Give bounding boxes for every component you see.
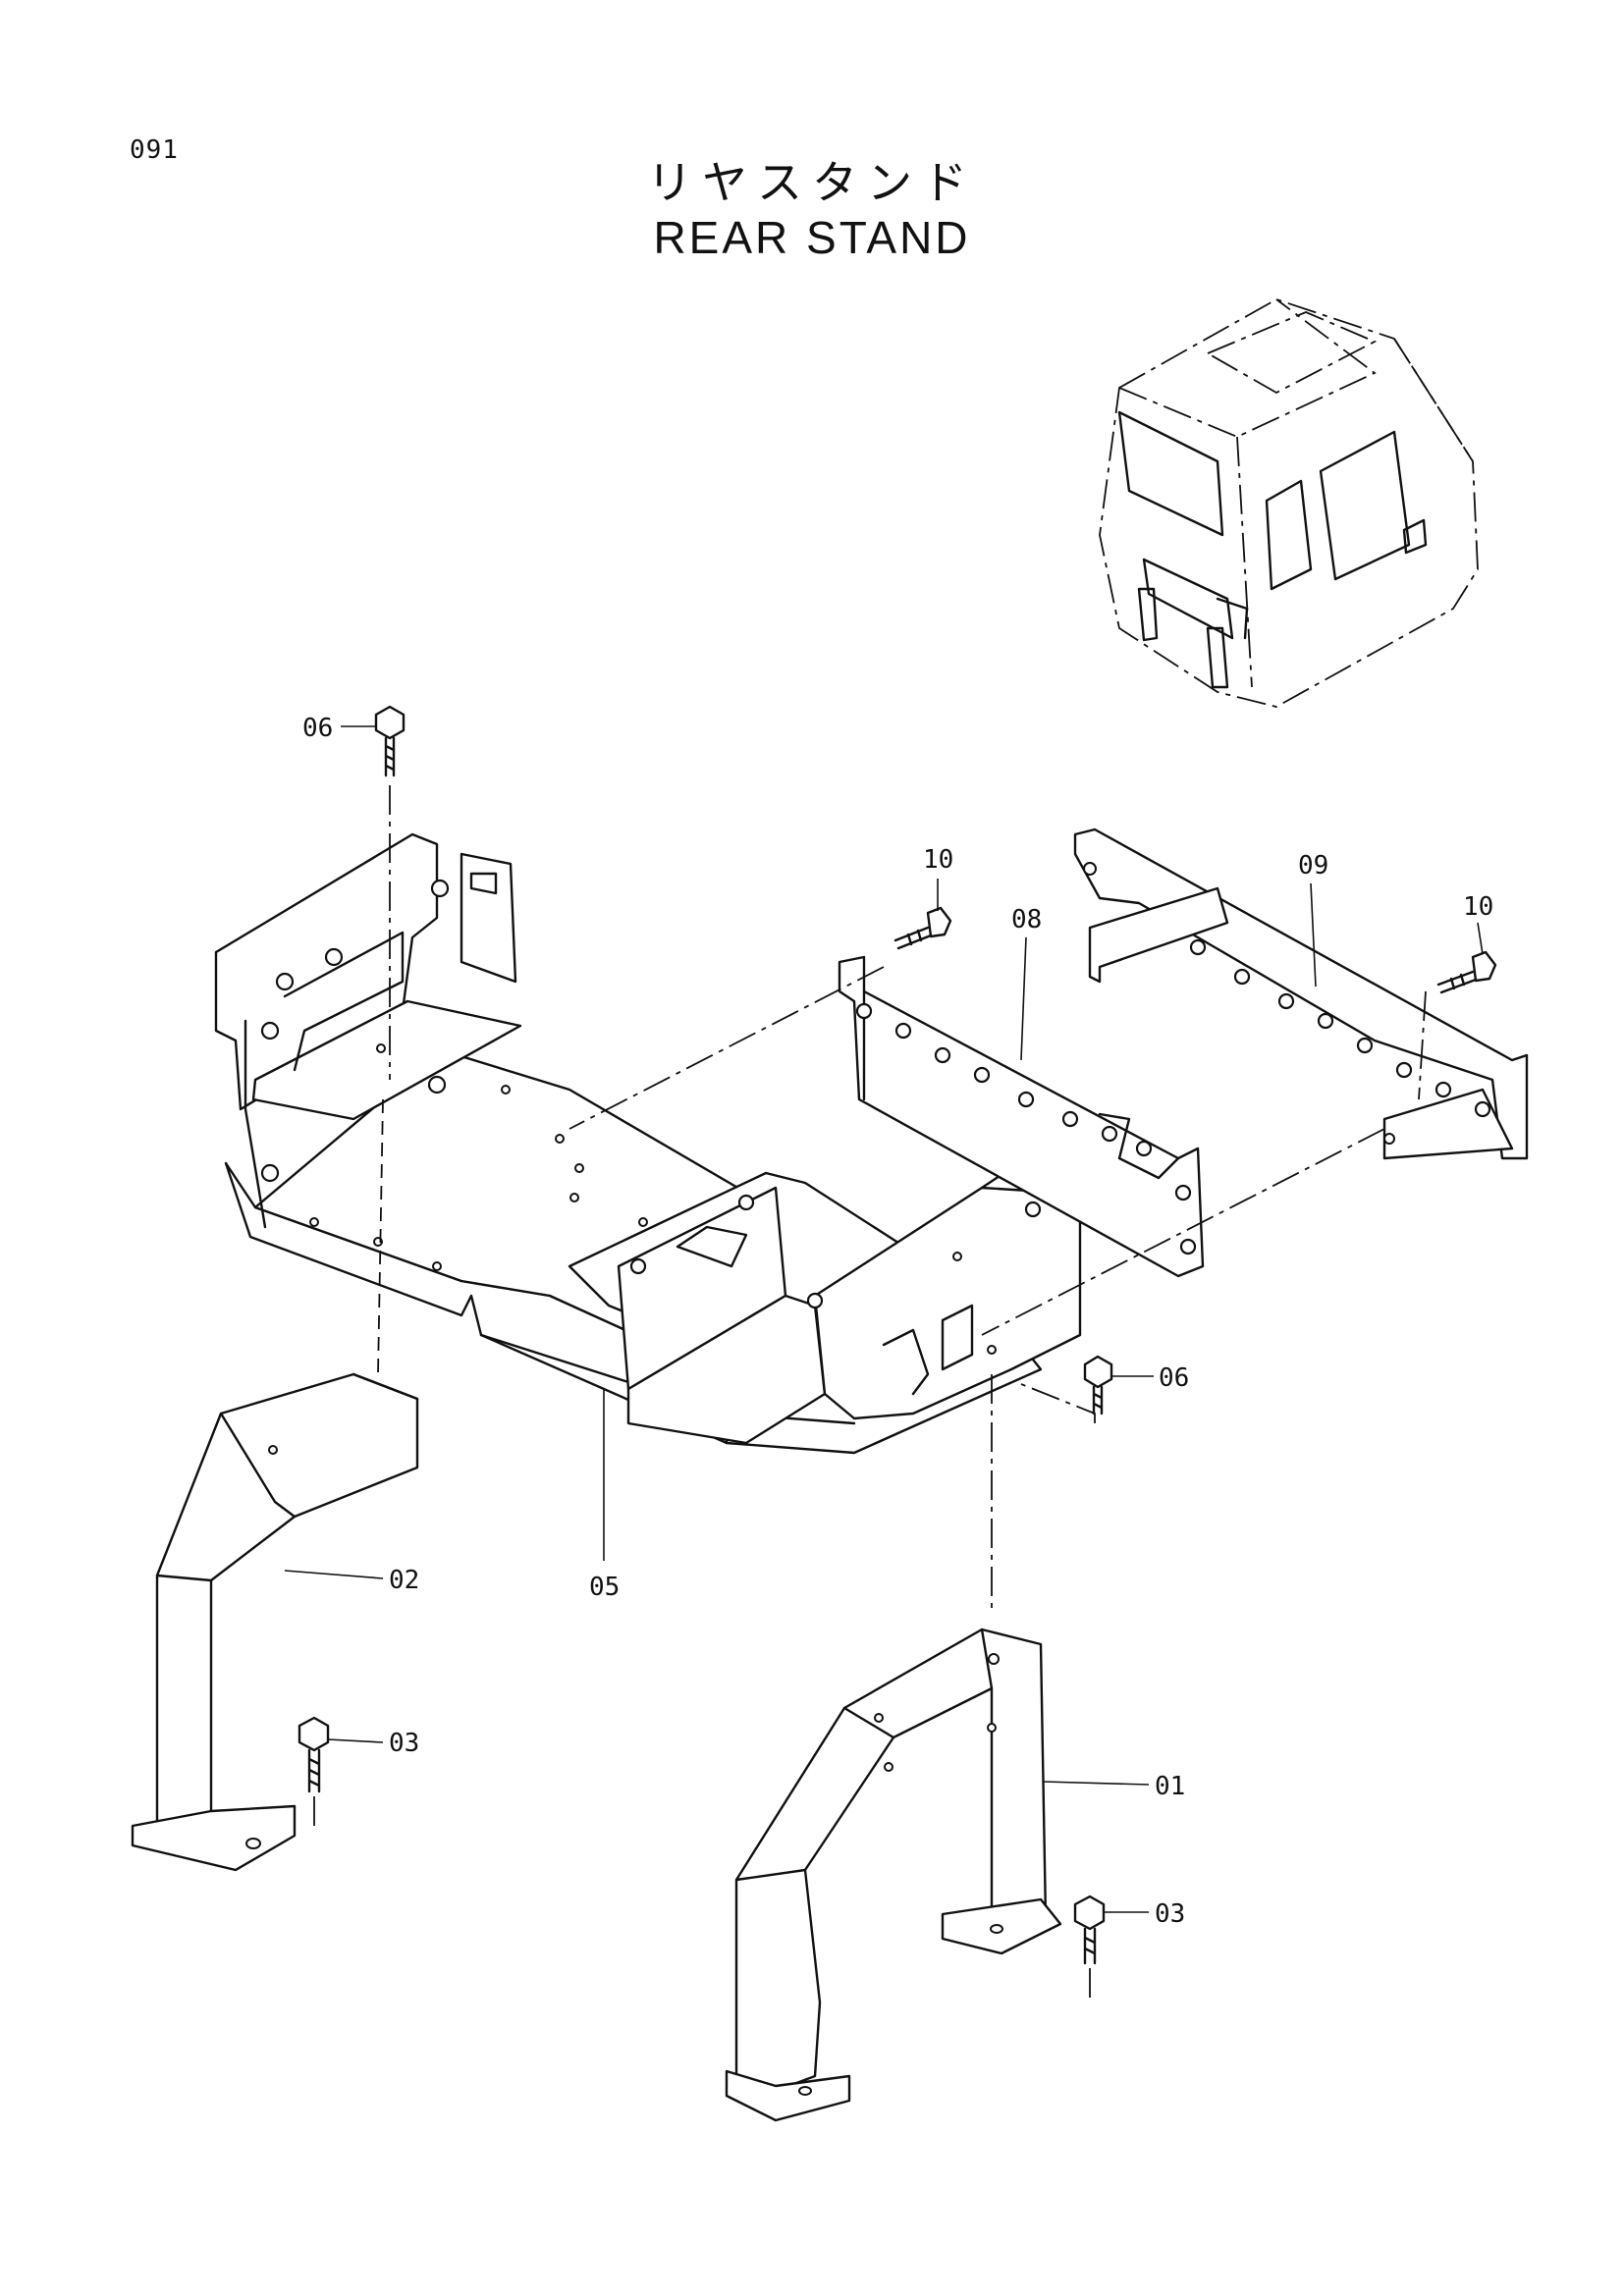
callout-10-left: 10	[923, 845, 953, 875]
left-bracket	[214, 832, 522, 1229]
callout-09: 09	[1298, 851, 1328, 881]
title-japanese: リヤスタンド	[647, 156, 977, 209]
callout-08: 08	[1011, 905, 1042, 934]
page-number: 091	[130, 135, 179, 165]
callout-02: 02	[389, 1566, 419, 1595]
title-english: REAR STAND	[653, 212, 971, 263]
callout-01: 01	[1155, 1772, 1185, 1801]
callout-10-right: 10	[1463, 892, 1493, 922]
callout-labels: 06 10 08 09 10 06 02 03 05 01 03	[302, 714, 1493, 1929]
callout-03-right: 03	[1155, 1899, 1185, 1929]
leader-lines	[284, 725, 1484, 1913]
callout-06-top: 06	[302, 714, 333, 743]
callout-05: 05	[589, 1573, 620, 1602]
bracket-09	[1073, 828, 1529, 1160]
callout-06-right: 06	[1159, 1363, 1189, 1393]
bolt-06-top	[374, 705, 406, 777]
callout-03-left: 03	[389, 1729, 419, 1758]
leg-02	[131, 1372, 419, 1872]
bolt-10-right	[1436, 950, 1497, 994]
center-box-bracket	[568, 1166, 1082, 1445]
bolt-10-left	[893, 906, 952, 950]
bracket-08	[838, 955, 1205, 1278]
bolt-03-left	[298, 1716, 330, 1793]
leg-01	[725, 1628, 1062, 2122]
assembly-lines	[313, 785, 1427, 2002]
cab-reference-view	[1099, 298, 1479, 708]
bolt-03-right	[1073, 1895, 1106, 1965]
bolt-06-right	[1083, 1355, 1113, 1415]
